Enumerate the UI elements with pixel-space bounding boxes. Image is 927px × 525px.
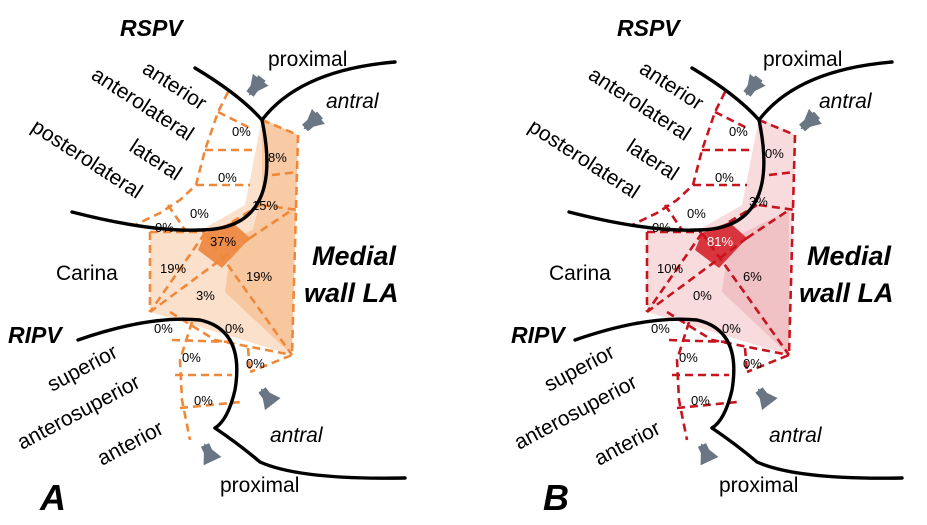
carina-label: Carina — [549, 262, 611, 285]
panel-label: B — [543, 477, 569, 518]
carina-center-fill — [198, 222, 250, 268]
carina-center-fill — [695, 222, 747, 268]
lower-antral-label: antral — [769, 424, 823, 447]
segment-posterolateral: posterolateral — [27, 115, 146, 204]
lower-vein-label: RIPV — [8, 322, 63, 348]
segment-posterolateral: posterolateral — [524, 115, 643, 204]
arrow-antral-lower — [258, 387, 281, 411]
pct-carina-center: 81% — [707, 234, 733, 249]
vein-walls — [567, 60, 904, 480]
upper-antral-label: antral — [819, 90, 873, 113]
pct-ripv-superior-antral: 0% — [225, 321, 244, 336]
segment-grid — [631, 91, 797, 441]
medial-wall-label-2: wall LA — [799, 278, 894, 308]
pct-ripv-anterosuperior: 0% — [679, 350, 698, 365]
medial-wall-label-1: Medial — [807, 241, 892, 271]
pct-ripv-anterior: 0% — [194, 393, 213, 408]
pct-ripv-superior: 0% — [651, 321, 670, 336]
pct-rspv-lateral-antral: 15% — [252, 198, 278, 213]
lower-proximal-label: proximal — [719, 474, 798, 497]
pct-rspv-anterior: 0% — [232, 124, 251, 139]
panel-label: A — [39, 477, 66, 518]
pct-rspv-anterior-antral: 0% — [765, 146, 784, 161]
pct-rspv-anterior-antral: 8% — [268, 150, 287, 165]
arrows — [200, 73, 325, 466]
arrow-proximal-lower — [697, 443, 719, 466]
panel-b: RSPV RIPV Carina Medial wall LA proximal… — [511, 15, 904, 518]
arrow-proximal-lower — [200, 443, 222, 466]
segment-grid — [134, 91, 300, 441]
pct-carina-center: 37% — [210, 234, 236, 249]
upper-proximal-label: proximal — [268, 48, 347, 71]
arrows — [697, 73, 822, 466]
medial-wall-label-1: Medial — [312, 241, 397, 271]
lower-vein-label: RIPV — [511, 322, 566, 348]
pct-carina-low: 3% — [196, 288, 215, 303]
pct-ripv-anterior: 0% — [691, 393, 710, 408]
arrow-proximal-upper — [246, 73, 269, 97]
pct-rspv-posterolateral: 0% — [652, 220, 671, 235]
lower-proximal-label: proximal — [220, 474, 299, 497]
pct-rspv-lateral: 0% — [190, 206, 209, 221]
pct-rspv-anterior: 0% — [729, 124, 748, 139]
lower-antral-label: antral — [270, 424, 324, 447]
upper-vein-label: RSPV — [617, 15, 681, 41]
pct-ripv-anterosuperior: 0% — [182, 350, 201, 365]
pct-ripv-anterosuperior-antral: 0% — [743, 356, 762, 371]
arrow-antral-upper — [302, 108, 325, 132]
pct-carina-low: 0% — [693, 288, 712, 303]
pct-ripv-anterosuperior-antral: 0% — [246, 356, 265, 371]
upper-proximal-label: proximal — [763, 48, 842, 71]
upper-vein-label: RSPV — [120, 15, 184, 41]
pct-rspv-anterolateral: 0% — [218, 170, 237, 185]
pct-carina-right: 6% — [743, 269, 762, 284]
segment-anterior-lower: anterior — [591, 417, 665, 471]
upper-antral-label: antral — [326, 90, 380, 113]
pct-carina-left: 19% — [160, 261, 186, 276]
arrow-antral-lower — [755, 387, 778, 411]
pct-carina-left: 10% — [657, 261, 683, 276]
pct-rspv-anterolateral: 0% — [715, 170, 734, 185]
arrow-antral-upper — [799, 108, 822, 132]
panel-a: RSPV RIPV Carina Medial wall LA proximal… — [8, 15, 407, 518]
pct-rspv-lateral: 0% — [687, 206, 706, 221]
segment-anterior-lower: anterior — [94, 417, 168, 471]
carina-label: Carina — [56, 262, 118, 285]
vein-walls — [70, 60, 407, 480]
pct-rspv-lateral-antral: 3% — [749, 194, 768, 209]
arrow-proximal-upper — [743, 73, 766, 97]
pct-carina-right: 19% — [246, 269, 272, 284]
pct-ripv-superior: 0% — [154, 321, 173, 336]
pct-ripv-superior-antral: 0% — [722, 321, 741, 336]
medial-wall-label-2: wall LA — [304, 278, 399, 308]
pct-rspv-posterolateral: 0% — [155, 220, 174, 235]
